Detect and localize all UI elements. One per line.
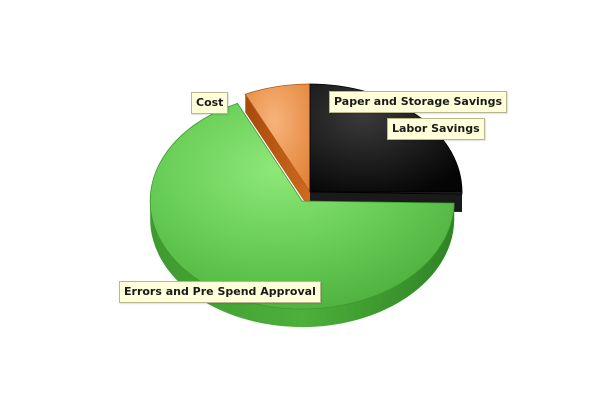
slice-label-errors-and-pre-spend-approval: Errors and Pre Spend Approval	[119, 281, 321, 303]
slice-label-paper-and-storage-savings: Paper and Storage Savings	[329, 91, 507, 113]
slice-label-cost: Cost	[191, 92, 228, 114]
slice-label-labor-savings: Labor Savings	[387, 118, 485, 140]
